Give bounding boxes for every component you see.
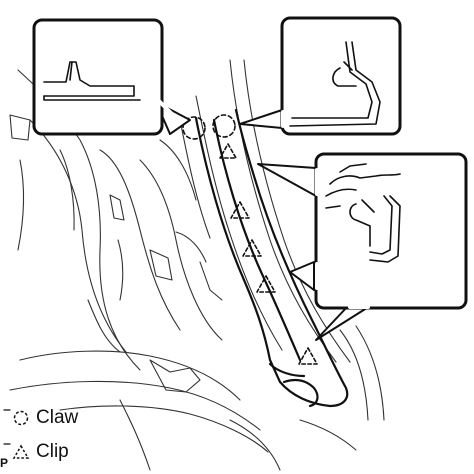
clip-marker-2 (230, 201, 250, 219)
clip-marker-3 (242, 239, 262, 257)
claw-markers (182, 114, 236, 140)
claw-marker-1 (182, 116, 206, 140)
claw-symbol-icon (13, 410, 29, 426)
legend-clip-label: Clip (36, 441, 69, 462)
corner-mark: P (0, 456, 9, 470)
legend-claw: Claw (12, 406, 78, 430)
clip-marker-4 (256, 275, 276, 293)
clip-marker-1 (219, 143, 237, 159)
claw-marker-2 (212, 114, 236, 138)
clip-detail-upper-callout (239, 16, 402, 136)
pillar-garnish (194, 108, 349, 408)
corner-ticks (3, 409, 11, 445)
legend-claw-label: Claw (36, 407, 79, 428)
clip-marker-5 (298, 347, 318, 365)
clip-detail-lower-callout (257, 152, 468, 341)
vehicle-body-lines (9, 59, 385, 471)
clip-markers (219, 143, 318, 365)
clip-symbol-icon (12, 444, 30, 459)
claw-detail-callout (32, 18, 191, 136)
legend-clip: Clip (12, 440, 69, 464)
